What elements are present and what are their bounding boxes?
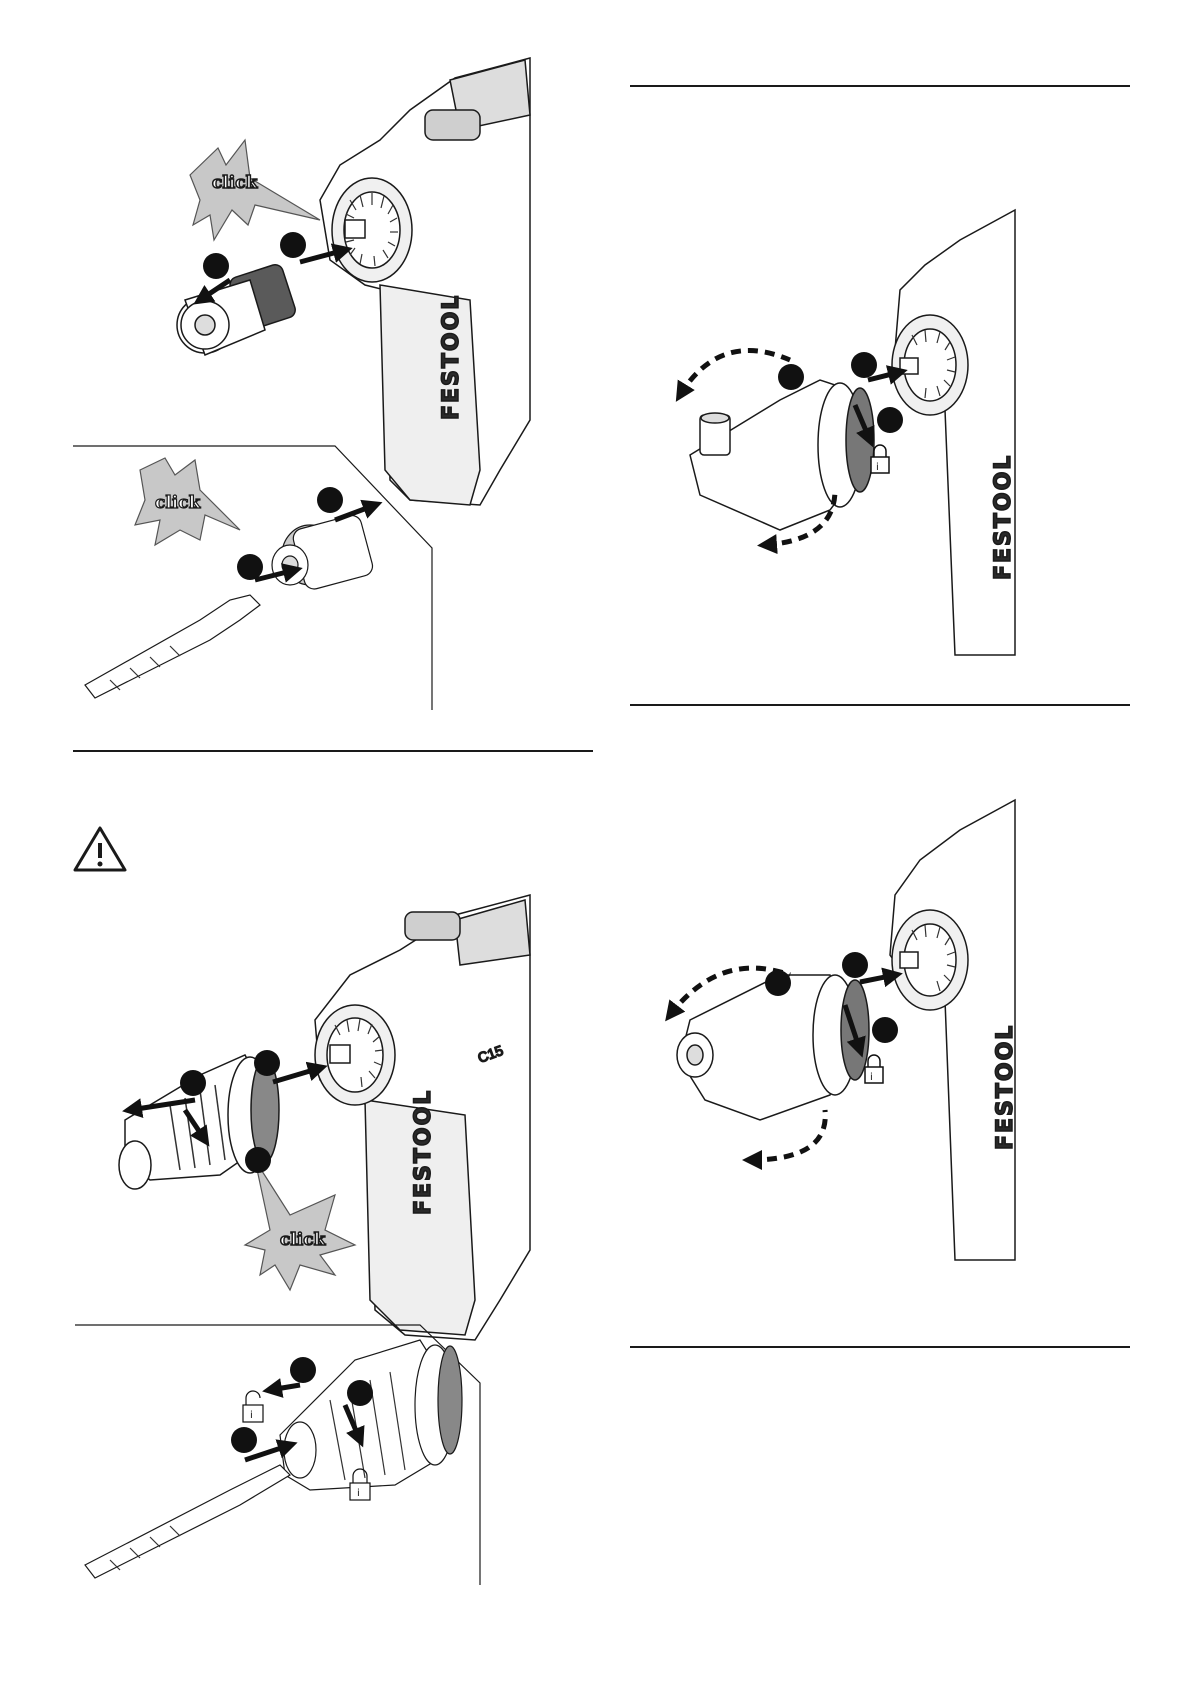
svg-text:i: i — [870, 1072, 873, 1083]
brand-label: FESTOOL — [991, 454, 1016, 580]
click-starburst-icon: click — [245, 1160, 355, 1290]
figure-angle-attachment: FESTOOL i — [680, 210, 1016, 655]
inset-bit-insert: click — [73, 446, 432, 710]
svg-text:i: i — [357, 1488, 360, 1499]
click-starburst-icon: click — [190, 140, 320, 240]
padlock-locked-icon: i — [871, 445, 889, 473]
figure-drill-chuck-mount: C15 FESTOOL click — [119, 895, 530, 1340]
section-divider — [630, 704, 1130, 706]
svg-text:i: i — [876, 462, 879, 473]
padlock-unlocked-icon: i — [243, 1391, 263, 1422]
inset-chuck-bit-insert: i i — [75, 1325, 480, 1585]
click-starburst-icon: click — [135, 458, 240, 545]
padlock-locked-icon: i — [865, 1055, 883, 1083]
section-divider — [73, 750, 593, 752]
figure-bit-holder-mount: FESTOOL click — [177, 58, 530, 505]
brand-label: FESTOOL — [439, 294, 464, 420]
warning-icon — [75, 828, 125, 870]
figure-eccentric-attachment: FESTOOL i — [670, 800, 1018, 1260]
svg-text:i: i — [250, 1410, 253, 1421]
svg-text:click: click — [212, 173, 259, 193]
svg-text:click: click — [155, 493, 202, 513]
svg-text:click: click — [280, 1230, 327, 1250]
brand-label: FESTOOL — [411, 1089, 436, 1215]
brand-label: FESTOOL — [993, 1024, 1018, 1150]
section-divider — [630, 1346, 1130, 1348]
section-divider — [630, 85, 1130, 87]
